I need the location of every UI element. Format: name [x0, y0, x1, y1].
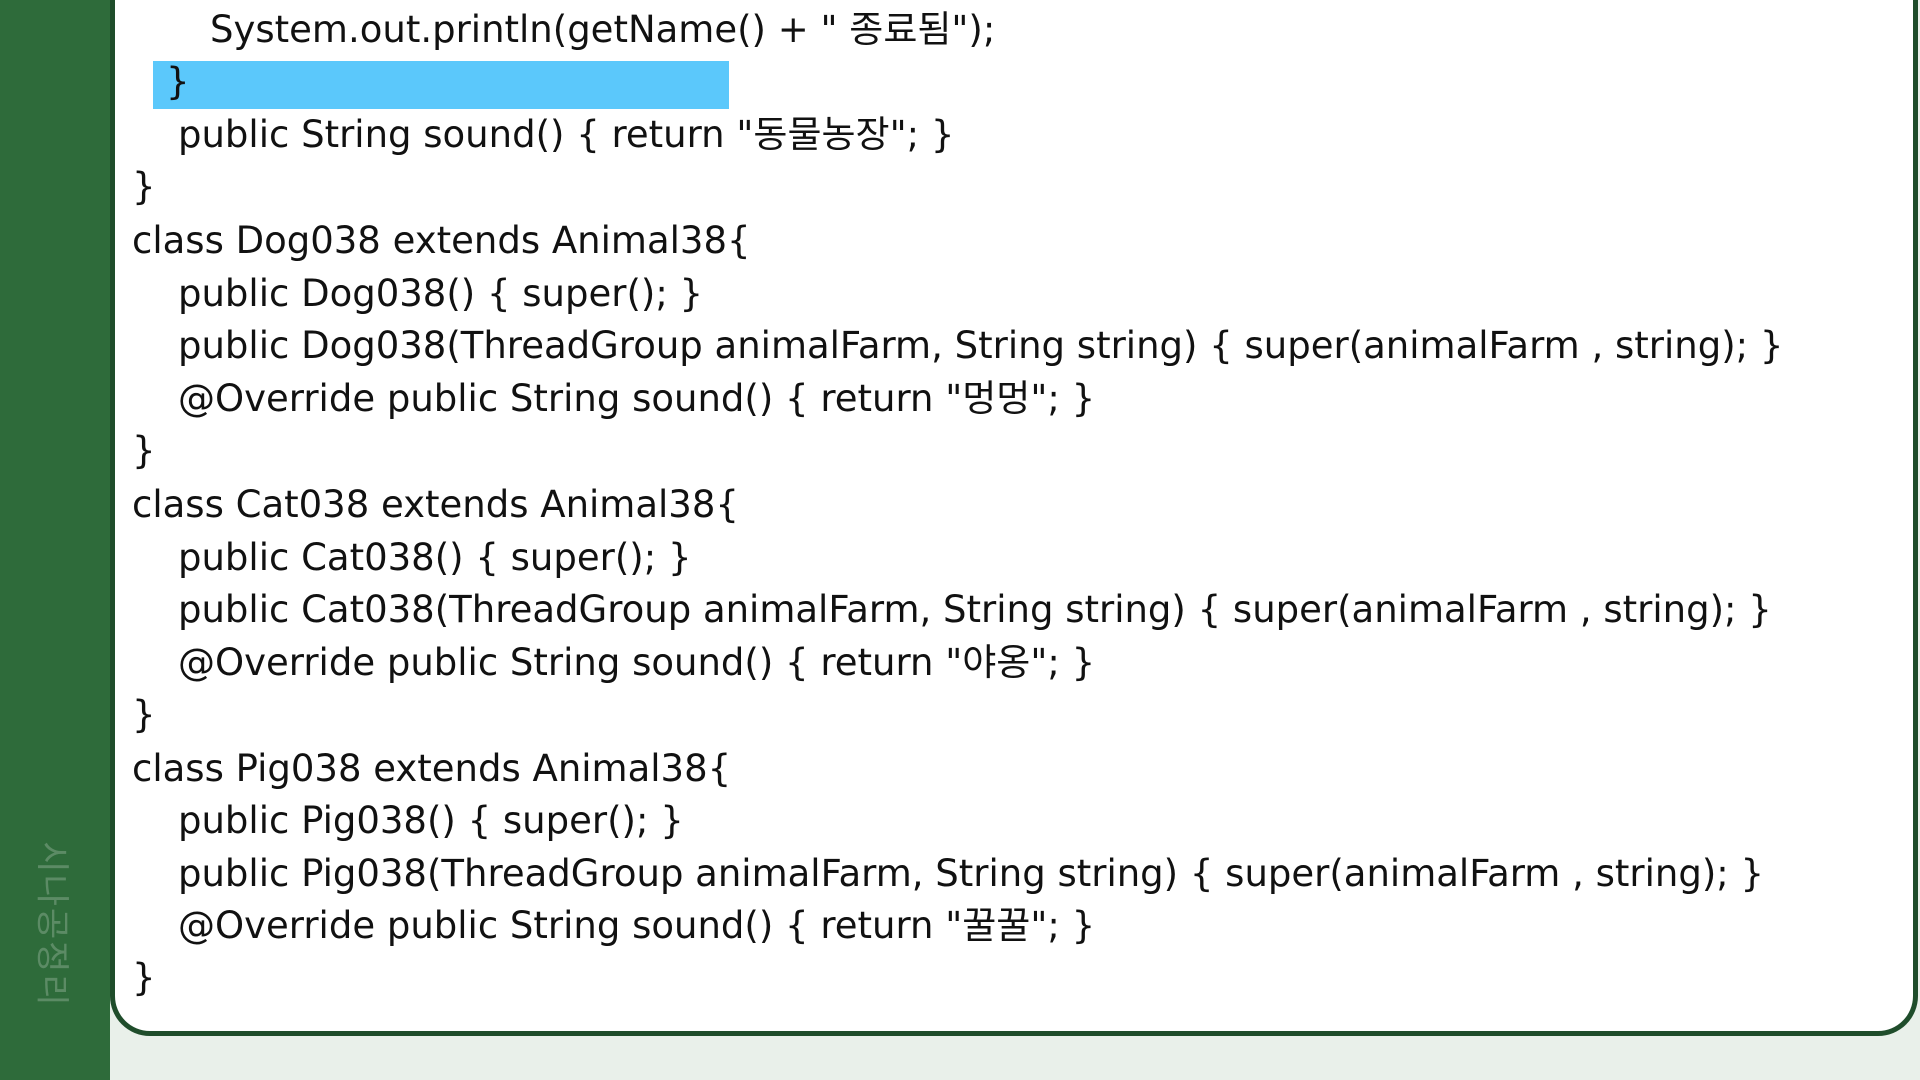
- code-line[interactable]: }: [166, 60, 190, 103]
- text-selection-highlight: [153, 61, 729, 109]
- code-line[interactable]: }: [132, 165, 156, 208]
- left-sidebar-band: 시나공정리: [0, 0, 110, 1080]
- code-line[interactable]: public Cat038(ThreadGroup animalFarm, St…: [178, 588, 1772, 631]
- code-panel: [110, 0, 1918, 1036]
- code-line[interactable]: public Cat038() { super(); }: [178, 536, 692, 579]
- code-line[interactable]: class Pig038 extends Animal38{: [132, 747, 732, 790]
- watermark-text: 시나공정리: [31, 841, 72, 1008]
- code-line[interactable]: @Override public String sound() { return…: [178, 641, 1096, 684]
- code-line[interactable]: @Override public String sound() { return…: [178, 377, 1096, 420]
- code-line[interactable]: @Override public String sound() { return…: [178, 904, 1096, 947]
- code-line[interactable]: public Dog038(ThreadGroup animalFarm, St…: [178, 324, 1784, 367]
- code-line[interactable]: System.out.println(getName() + " 종료됨");: [210, 8, 996, 51]
- code-line[interactable]: class Cat038 extends Animal38{: [132, 483, 739, 526]
- code-line[interactable]: class Dog038 extends Animal38{: [132, 219, 751, 262]
- code-line[interactable]: }: [132, 429, 156, 472]
- code-line[interactable]: public Pig038(ThreadGroup animalFarm, St…: [178, 852, 1765, 895]
- code-line[interactable]: public String sound() { return "동물농장"; }: [178, 113, 955, 156]
- code-line[interactable]: }: [132, 956, 156, 999]
- code-line[interactable]: public Dog038() { super(); }: [178, 272, 704, 315]
- code-line[interactable]: }: [132, 693, 156, 736]
- code-line[interactable]: public Pig038() { super(); }: [178, 799, 684, 842]
